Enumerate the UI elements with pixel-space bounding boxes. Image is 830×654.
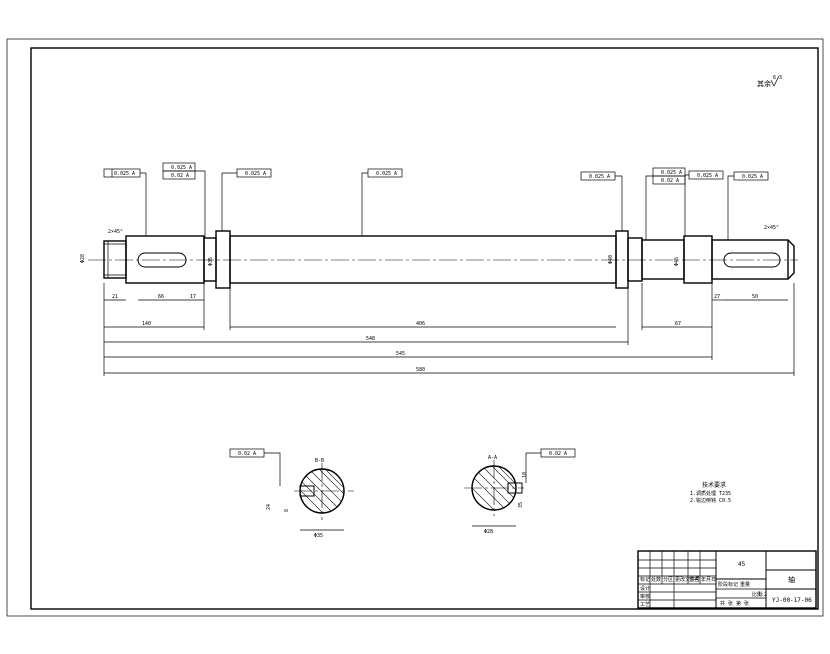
tb-header-0: 标记 (640, 576, 650, 583)
sym-frame-a: 0.02 A (238, 451, 256, 457)
general-roughness-note: 其余 6.3 (757, 75, 782, 88)
tb-scale: 1:2 (758, 592, 767, 598)
dim-left-section: 140 (142, 321, 151, 327)
dim-left-groove: 17 (190, 294, 196, 300)
section-view-b: B-B 0.02 A Φ35 24 8 (229, 448, 354, 539)
runout-frame-7: 0.025 A (684, 170, 724, 236)
title-block: 标记 处数 分区 更改文件号 签名 年月日 设计 审核 工艺 45 阶段标记 重… (637, 550, 817, 609)
runout-frame-1: 0.025 A (103, 168, 147, 236)
tb-header-1: 处数 (651, 576, 661, 583)
sym-frame-b: 0.02 A (549, 451, 567, 457)
roughness-note-label: 其余 (757, 79, 771, 88)
svg-text:0.025 A: 0.025 A (661, 170, 682, 176)
tb-header-3: 更改文件号 (675, 576, 700, 583)
tb-info-weight: 重量 (740, 581, 750, 588)
tb-drawing-no: YJ-00-17-06 (772, 597, 812, 604)
tb-row-process: 工艺 (640, 602, 650, 608)
left-collar (215, 230, 231, 289)
section-view-a: A-A 0.02 A Φ28 35 10 (464, 448, 576, 535)
tb-header-5: 年月日 (701, 576, 716, 583)
key-depth-a: 24 (266, 504, 272, 510)
sec-a-dia: Φ35 (314, 533, 323, 539)
shaft-view (88, 230, 798, 289)
diam-mid-label: Φ35 (208, 257, 214, 266)
svg-text:0.025 A: 0.025 A (589, 174, 610, 180)
roughness-note-value: 6.3 (773, 75, 782, 81)
svg-text:0.025 A: 0.025 A (114, 171, 135, 177)
section-a-label: A-A (488, 455, 497, 461)
outer-border (6, 38, 824, 617)
dim-left-key: 66 (158, 294, 164, 300)
right-keyway (723, 252, 781, 268)
roughness-symbol-icon (770, 75, 780, 87)
svg-text:0.02 A: 0.02 A (171, 173, 189, 179)
diam-right-label: Φ45 (674, 257, 680, 266)
dim-left-small: 21 (112, 294, 118, 300)
tolerance-frames: 0.025 A 0.025 A 0.02 A 0.025 A 0.025 A 0… (103, 162, 769, 240)
technical-requirements: 技术要求 1.调质处理 T235 2.锐边倒钝 C0.5 (690, 481, 731, 504)
right-chamfer-label: 2×45° (764, 225, 779, 231)
dim-right-section: 67 (675, 321, 681, 327)
tb-header-2: 分区 (663, 576, 673, 583)
shaft-left-end (103, 240, 127, 279)
runout-frame-3: 0.025 A (221, 168, 272, 231)
runout-frame-5: 0.025 A (580, 171, 623, 231)
key-width-b: 10 (522, 472, 528, 478)
tb-row-review: 审核 (640, 593, 650, 600)
dim-shaft-main: 406 (416, 321, 425, 327)
tech-req-item-2: 2.锐边倒钝 C0.5 (690, 497, 731, 504)
tech-req-item-1: 1.调质处理 T235 (690, 490, 731, 497)
inner-frame (30, 47, 819, 610)
runout-frame-6: 0.025 A 0.02 A (645, 167, 686, 240)
key-depth-b: 35 (518, 502, 524, 508)
tb-info-scale: 比例 (752, 591, 762, 598)
dim-right-key: 50 (752, 294, 758, 300)
dim-overall-3: 545 (396, 351, 405, 357)
diam-journal-label: Φ40 (608, 255, 614, 264)
runout-frame-4: 0.025 A (361, 168, 403, 236)
runout-frame-8: 0.025 A (727, 171, 769, 240)
svg-text:0.02 A: 0.02 A (661, 178, 679, 184)
svg-text:0.025 A: 0.025 A (742, 174, 763, 180)
tb-sheet-label: 共 张 第 张 (720, 600, 749, 607)
sec-b-dia: Φ28 (484, 529, 493, 535)
left-chamfer-label: 2×45° (108, 229, 123, 235)
dimension-lines: 21 66 17 27 50 140 406 67 548 545 580 (103, 283, 795, 376)
tb-info-stage: 阶段标记 (718, 581, 738, 588)
right-collar (615, 230, 629, 289)
svg-text:0.025 A: 0.025 A (245, 171, 266, 177)
shaft-right-end (711, 239, 789, 280)
dim-overall-2: 548 (366, 336, 375, 342)
diam-left-label: Φ28 (80, 254, 86, 263)
svg-text:0.025 A: 0.025 A (376, 171, 397, 177)
dim-right-small: 27 (714, 294, 720, 300)
svg-text:0.025 A: 0.025 A (171, 165, 192, 171)
tb-material: 45 (738, 561, 746, 568)
tb-part-name: 轴 (788, 575, 795, 584)
dim-overall-1: 580 (416, 367, 425, 373)
left-keyway (137, 252, 187, 268)
tb-row-design: 设计 (640, 585, 650, 592)
section-b-label: B-B (315, 458, 324, 464)
svg-text:0.025 A: 0.025 A (697, 173, 718, 179)
shaft-main-body (229, 235, 617, 284)
tb-header-4: 签名 (689, 576, 699, 583)
runout-frame-2: 0.025 A 0.02 A (162, 162, 206, 238)
tech-req-title: 技术要求 (702, 481, 726, 489)
key-width-a: 8 (284, 509, 290, 512)
